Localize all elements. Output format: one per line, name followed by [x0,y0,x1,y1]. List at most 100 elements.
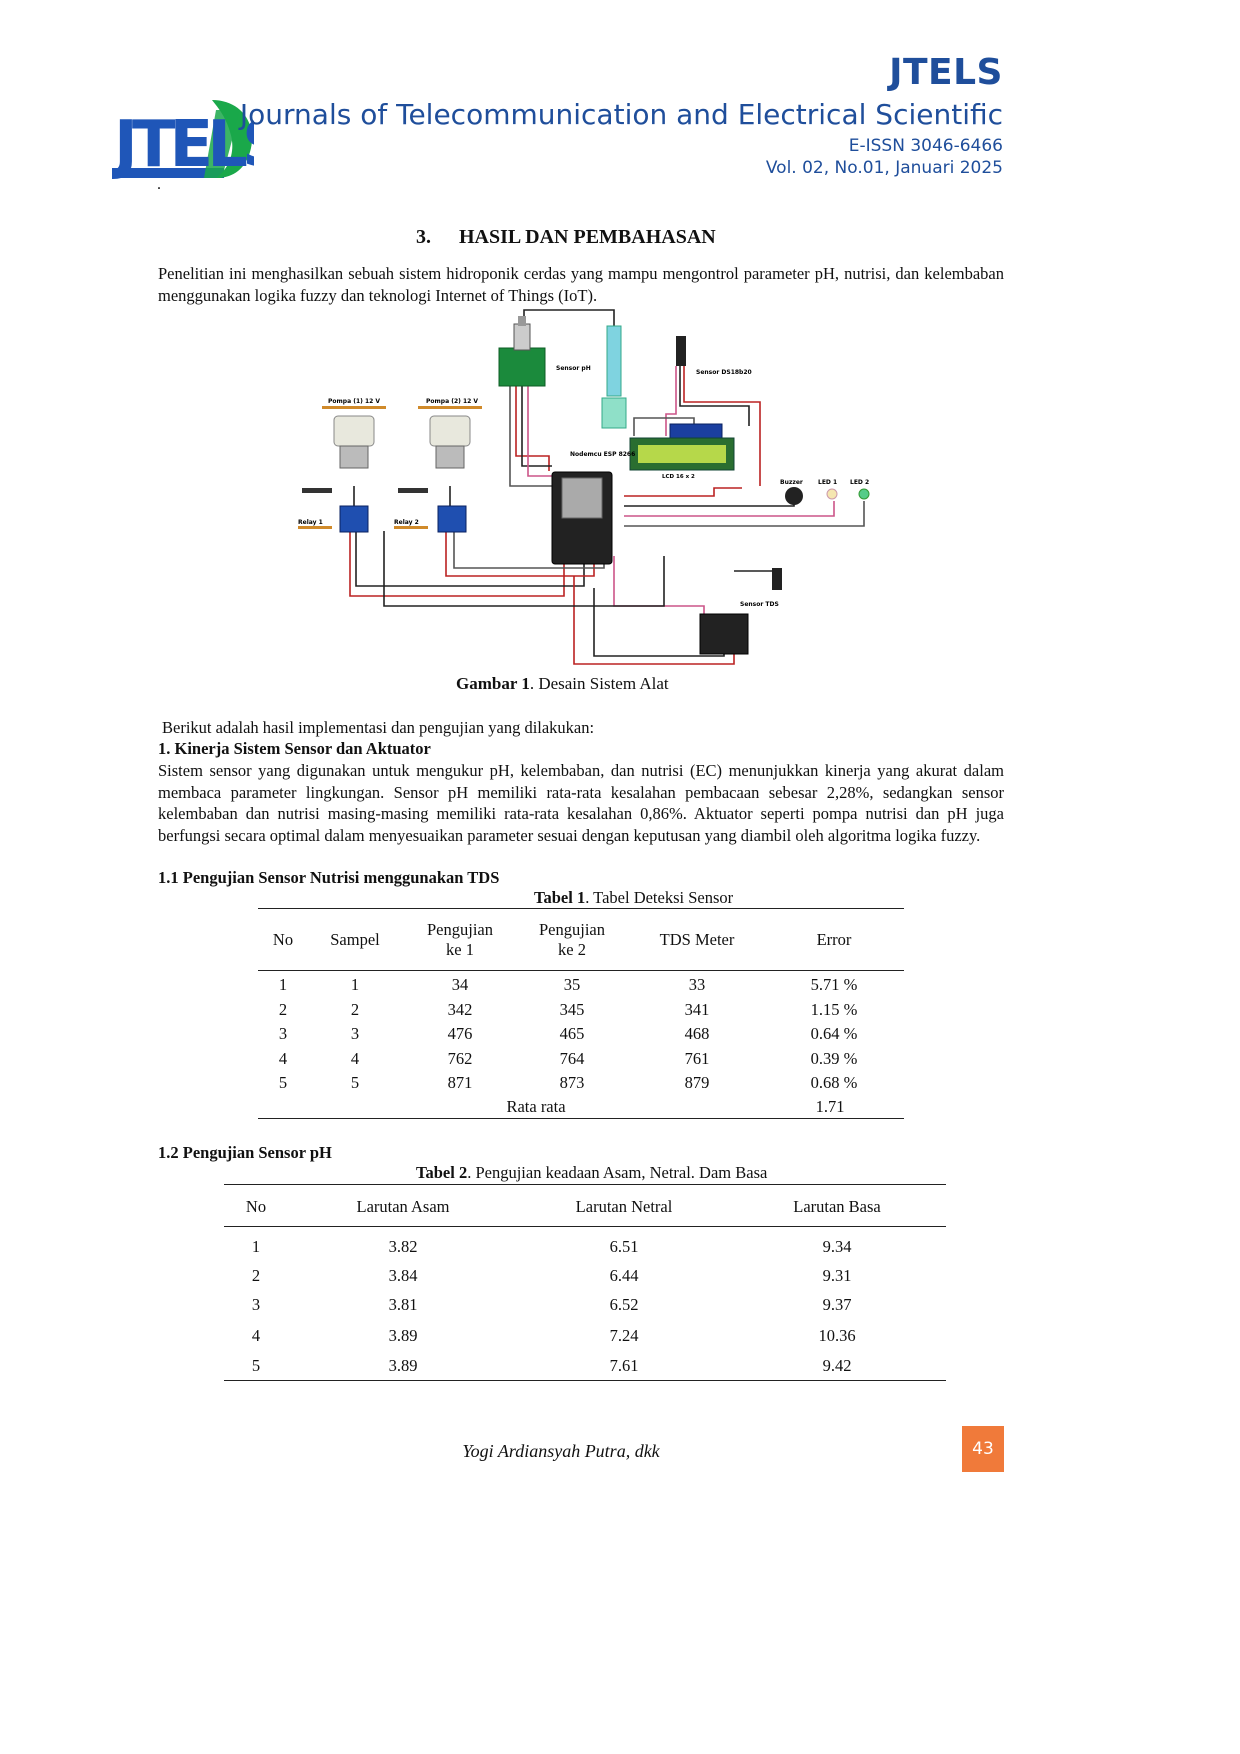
figure-caption-text: . Desain Sistem Alat [529,674,669,693]
table2-cell: 3.89 [388,1356,418,1375]
table1-bottom-rule [258,1118,904,1119]
page-number: 43 [962,1426,1004,1472]
table1-cell: 0.64 % [810,1024,858,1043]
table1-cell: 5 [350,1073,360,1092]
table1-header-pengujian2: Pengujian ke 2 [539,920,605,960]
table2-cell: 3.82 [388,1237,418,1256]
table1-header-rule [258,970,904,971]
table1-cell: 345 [559,1000,585,1019]
table2-caption-text: . Pengujian keadaan Asam, Netral. Dam Ba… [467,1163,768,1182]
table1-avg-value: 1.71 [815,1097,845,1116]
table1-cell: 342 [447,1000,473,1019]
subsection-1-2: 1.2 Pengujian Sensor pH [158,1143,332,1162]
table2-cell: 7.61 [609,1356,639,1375]
table1-cell: 4 [350,1049,360,1068]
label-relay2: Relay 2 [394,519,419,526]
table2-cell: 7.24 [609,1326,639,1345]
table1-header-tds: TDS Meter [659,930,735,949]
table2-caption: Tabel 2. Pengujian keadaan Asam, Netral.… [416,1163,767,1183]
section-number: 3. [416,226,431,248]
table2-cell: 3.84 [388,1266,418,1285]
table2-header-basa: Larutan Basa [793,1197,881,1216]
section-heading: HASIL DAN PEMBAHASAN [459,226,716,248]
label-buzzer: Buzzer [780,479,803,486]
paragraph-1: Sistem sensor yang digunakan untuk mengu… [158,761,1004,845]
table1-cell: 1 [350,975,360,994]
label-led1: LED 1 [818,479,837,486]
logo-graphic: JTELS [110,100,290,182]
journal-logo: JTELS [110,80,290,182]
table1-cell: 1.15 % [810,1000,858,1019]
table1-top-rule [258,908,904,909]
table1-cell: 2 [350,1000,360,1019]
table1-cell: 3 [278,1024,288,1043]
table1-cell: 35 [563,975,581,994]
table2-cell: 6.51 [609,1237,639,1256]
subsection-1-1: 1.1 Pengujian Sensor Nutrisi menggunakan… [158,868,500,887]
table1-cell: 465 [559,1024,585,1043]
stray-dot: . [157,176,161,193]
table1-cell: 2 [278,1000,288,1019]
table1-header-error: Error [816,930,852,949]
label-led2: LED 2 [850,479,869,486]
table1-header-pengujian2-line2: ke 2 [558,940,586,959]
label-nodemcu: Nodemcu ESP 8266 [570,451,635,458]
table2-top-rule [224,1184,946,1185]
table2-header-asam: Larutan Asam [356,1197,450,1216]
table1-header-pengujian1-line1: Pengujian [427,920,493,939]
table1-cell: 762 [447,1049,473,1068]
label-pompa2: Pompa (2) 12 V [426,398,478,405]
table1-cell: 34 [451,975,469,994]
table2-cell: 10.36 [818,1326,856,1345]
table1-cell: 871 [447,1073,473,1092]
system-diagram: Sensor pH Sensor DS18b20 LCD 16 x 2 Pomp… [294,306,884,672]
table1-caption-label: Tabel 1 [534,888,586,907]
label-sensor-ds: Sensor DS18b20 [696,369,752,376]
label-lcd: LCD 16 x 2 [662,474,695,480]
label-sensor-ph: Sensor pH [556,365,591,372]
intro-paragraph: Penelitian ini menghasilkan sebuah siste… [158,264,1004,305]
journal-name: Journals of Telecommunication and Electr… [239,98,1003,131]
table1-header-pengujian1: Pengujian ke 1 [427,920,493,960]
figure-caption-label: Gambar 1 [456,674,530,693]
table2-cell: 9.31 [822,1266,852,1285]
table2-bottom-rule [224,1380,946,1381]
footer-author: Yogi Ardiansyah Putra, dkk [462,1441,660,1461]
table2-cell: 1 [251,1237,261,1256]
table2-header-netral: Larutan Netral [575,1197,673,1216]
table1-header-pengujian2-line1: Pengujian [539,920,605,939]
journal-abbrev: JTELS [889,52,1003,93]
table2-cell: 3.89 [388,1326,418,1345]
subsection-1: 1. Kinerja Sistem Sensor dan Aktuator [158,739,431,758]
table1-cell: 0.68 % [810,1073,858,1092]
table1-cell: 3 [350,1024,360,1043]
volume-info: Vol. 02, No.01, Januari 2025 [765,158,1003,178]
table2-cell: 2 [251,1266,261,1285]
table2-cell: 9.34 [822,1237,852,1256]
table2-cell: 9.37 [822,1295,852,1314]
table2-header-no: No [245,1197,267,1216]
table1-cell: 33 [688,975,706,994]
table1-cell: 0.39 % [810,1049,858,1068]
table2-cell: 6.52 [609,1295,639,1314]
table1-cell: 341 [684,1000,710,1019]
section-title: 3. HASIL DAN PEMBAHASAN [416,226,716,249]
table2-cell: 6.44 [609,1266,639,1285]
table1-cell: 476 [447,1024,473,1043]
table2-header-rule [224,1226,946,1227]
table1-avg-label: Rata rata [506,1097,566,1116]
table1-cell: 5.71 % [810,975,858,994]
logo-text: JTELS [112,108,254,180]
table1-cell: 873 [559,1073,585,1092]
table1-header-sampel: Sampel [330,930,380,949]
table2-cell: 3.81 [388,1295,418,1314]
table1-header-pengujian1-line2: ke 1 [446,940,474,959]
table1-cell: 468 [684,1024,710,1043]
table1-cell: 1 [278,975,288,994]
table2-cell: 5 [251,1356,261,1375]
label-relay1: Relay 1 [298,519,323,526]
table1-caption-text: . Tabel Deteksi Sensor [585,888,734,907]
table2-caption-label: Tabel 2 [416,1163,468,1182]
table1-header-no: No [272,930,294,949]
issn: E-ISSN 3046-6466 [848,136,1003,156]
